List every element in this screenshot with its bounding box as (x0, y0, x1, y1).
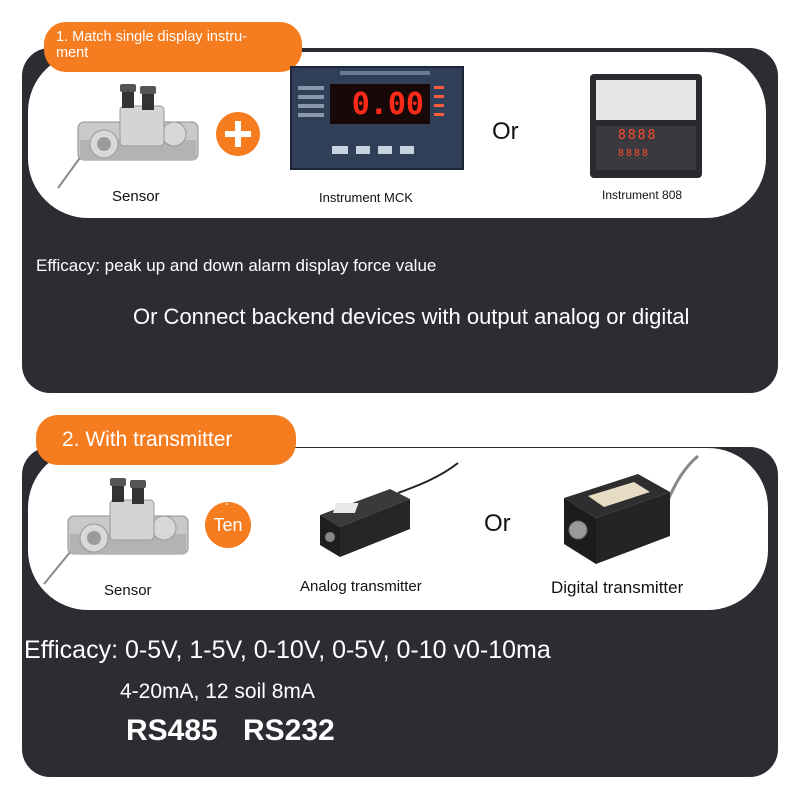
section2-badge-text: 2. With transmitter (62, 428, 233, 451)
section2-badge: 2. With transmitter (36, 415, 296, 465)
plus-icon (216, 112, 260, 156)
section2-efficacy-line2: 4-20mA, 12 soil 8mA (120, 680, 315, 703)
instrument-mck-image: 0.00 (290, 66, 464, 170)
sensor-label-2: Sensor (104, 582, 152, 599)
section1-badge-text: 1. Match single display instru- ment (56, 29, 247, 61)
mck-up-button (378, 146, 392, 154)
808-display-bottom: 8888 (618, 148, 651, 159)
analog-transmitter-image (320, 462, 459, 557)
808-face: 8888 8888 (596, 126, 696, 170)
section1-badge: 1. Match single display instru- ment (44, 22, 302, 72)
section2-efficacy-line1: Efficacy: 0-5V, 1-5V, 0-10V, 0-5V, 0-10 … (24, 636, 551, 664)
mck-right-leds (434, 86, 444, 122)
or-text-2: Or (484, 510, 511, 537)
808-panel (596, 80, 696, 120)
sensor-image-2 (43, 478, 189, 585)
mck-left-button (356, 146, 370, 154)
sensor-image (57, 84, 199, 189)
join-mark: - (225, 496, 229, 510)
section1-efficacy-text: Efficacy: peak up and down alarm display… (36, 256, 437, 275)
analog-transmitter-label: Analog transmitter (300, 578, 422, 595)
digital-transmitter-image (564, 454, 699, 564)
join-symbol: Ten (205, 502, 251, 548)
protocol-rs485: RS485 (126, 714, 218, 747)
sensor-label: Sensor (112, 188, 160, 205)
instrument-808-label: Instrument 808 (602, 188, 683, 202)
mck-set-button (332, 146, 348, 154)
join-symbol-text: Ten (213, 515, 243, 535)
mck-status-leds (298, 86, 324, 122)
mck-top-label (340, 71, 430, 75)
digital-transmitter-label: Digital transmitter (551, 578, 684, 597)
protocol-rs232: RS232 (243, 714, 335, 747)
mck-display-value: 0.00 (351, 87, 424, 122)
808-display-top: 8888 (618, 128, 658, 143)
or-text-1: Or (492, 118, 519, 145)
section1-connect-text: Or Connect backend devices with output a… (133, 304, 690, 329)
instrument-808-image: 8888 8888 (590, 74, 702, 178)
mck-down-button (400, 146, 414, 154)
mck-display: 0.00 (330, 84, 430, 124)
instrument-mck-label: Instrument MCK (319, 190, 413, 205)
